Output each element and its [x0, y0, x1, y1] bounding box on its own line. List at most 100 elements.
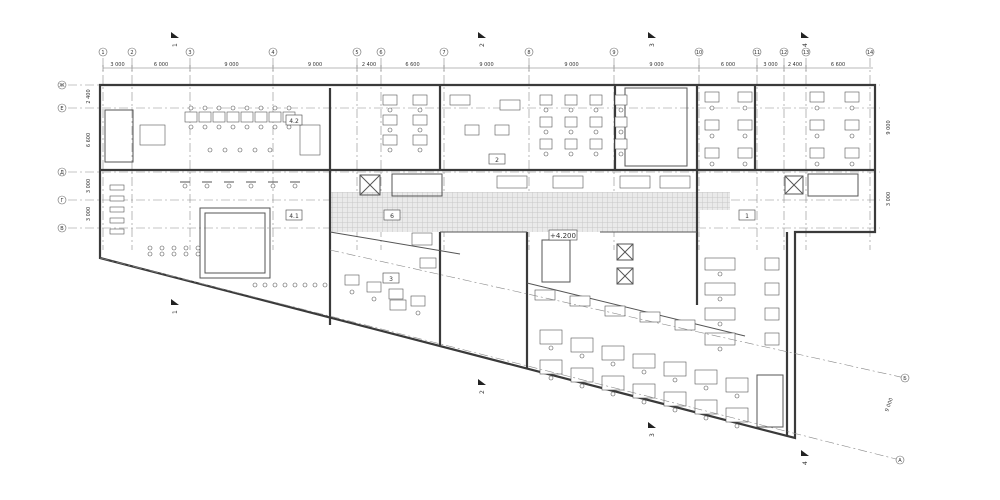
desk — [809, 119, 825, 131]
dimension-value: 9 000 — [308, 62, 322, 68]
desk — [539, 138, 553, 150]
axis-bubble-col — [98, 47, 108, 57]
desk — [737, 91, 753, 103]
chair — [262, 282, 268, 288]
chair — [258, 105, 264, 111]
chair — [641, 399, 647, 405]
desk — [539, 94, 553, 106]
desk — [694, 369, 718, 385]
chair — [195, 251, 201, 257]
axis-label-col: 13 — [803, 50, 809, 56]
axis-bubble-col — [524, 47, 534, 57]
chair — [717, 296, 723, 302]
chair — [216, 124, 222, 130]
chair — [734, 393, 740, 399]
dimension-value: 9 000 — [479, 62, 493, 68]
atrium-void — [199, 207, 271, 279]
section-label: 3 — [649, 43, 656, 47]
chair — [302, 282, 308, 288]
desk — [366, 281, 382, 293]
chair — [171, 245, 177, 251]
desk — [601, 345, 625, 361]
chair — [717, 346, 723, 352]
desk — [704, 282, 736, 296]
room-label: 4.1 — [289, 213, 299, 220]
chair — [147, 251, 153, 257]
desk — [184, 111, 198, 123]
chair — [543, 151, 549, 157]
exterior-walls — [98, 83, 877, 440]
chair — [230, 124, 236, 130]
axis-bubble-row — [57, 223, 67, 233]
chair — [593, 129, 599, 135]
axis-label-col: 3 — [188, 50, 191, 56]
row-dimension-right: 9 000 — [886, 120, 892, 134]
chair — [371, 296, 377, 302]
chair — [672, 377, 678, 383]
chair — [734, 423, 740, 429]
chair — [641, 369, 647, 375]
desk — [737, 119, 753, 131]
chair — [814, 161, 820, 167]
chair — [717, 271, 723, 277]
axis-bubble-col — [185, 47, 195, 57]
chair — [417, 107, 423, 113]
chair — [568, 129, 574, 135]
section-arrow — [648, 32, 656, 38]
chair — [286, 124, 292, 130]
corridor-hatch — [330, 192, 700, 232]
chair — [272, 282, 278, 288]
chair — [244, 124, 250, 130]
desk — [539, 329, 563, 345]
axis-bubble-col — [439, 47, 449, 57]
chair — [618, 151, 624, 157]
chair — [159, 251, 165, 257]
desk — [589, 116, 603, 128]
chair — [237, 147, 243, 153]
desk — [570, 337, 594, 353]
desk — [614, 116, 628, 128]
furniture-layout — [109, 91, 860, 429]
desk — [704, 147, 720, 159]
chair — [618, 107, 624, 113]
desk — [704, 257, 736, 271]
desk — [663, 361, 687, 377]
desk — [809, 147, 825, 159]
axis-bubble-row — [57, 195, 67, 205]
atrium-inner — [204, 212, 266, 274]
section-arrow — [171, 32, 179, 38]
chair — [593, 151, 599, 157]
desk — [494, 124, 510, 136]
axis-label-col: 7 — [442, 50, 445, 56]
chair — [202, 105, 208, 111]
section-arrow — [801, 32, 809, 38]
desk — [464, 124, 480, 136]
axis-bubble-row — [57, 103, 67, 113]
chair — [387, 127, 393, 133]
chair — [618, 129, 624, 135]
chair — [222, 147, 228, 153]
chair — [579, 353, 585, 359]
desk — [844, 91, 860, 103]
chair — [593, 107, 599, 113]
chair — [672, 407, 678, 413]
chair — [543, 129, 549, 135]
axis-bubble-col — [127, 47, 137, 57]
desk — [694, 399, 718, 415]
dimension-value: 6 000 — [154, 62, 168, 68]
chair — [147, 245, 153, 251]
desk — [449, 94, 471, 106]
section-label: 3 — [649, 433, 656, 437]
chair — [548, 345, 554, 351]
desk — [564, 94, 578, 106]
axis-label-col: 8 — [527, 50, 530, 56]
chair — [230, 105, 236, 111]
section-arrow — [478, 379, 486, 385]
desk — [388, 288, 404, 300]
section-label: 1 — [172, 43, 179, 47]
desk — [737, 147, 753, 159]
axis-label-col: 12 — [781, 50, 787, 56]
desk — [419, 257, 437, 269]
